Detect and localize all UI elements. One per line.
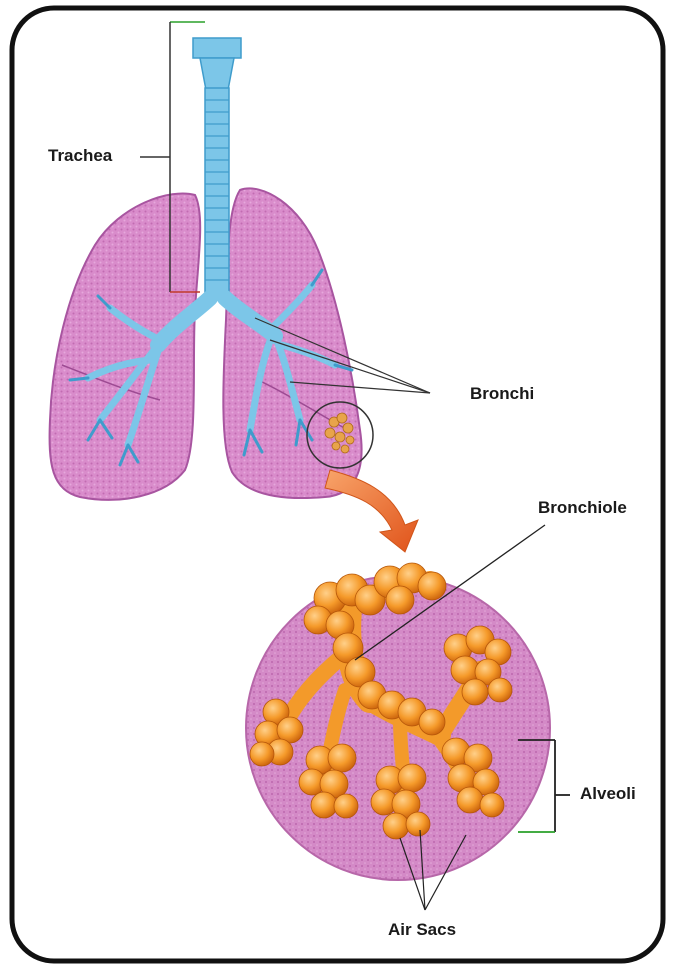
label-bronchiole: Bronchiole <box>538 498 627 518</box>
label-trachea: Trachea <box>48 146 112 166</box>
label-bronchi: Bronchi <box>470 384 534 404</box>
label-air-sacs: Air Sacs <box>388 920 456 940</box>
label-alveoli: Alveoli <box>580 784 636 804</box>
